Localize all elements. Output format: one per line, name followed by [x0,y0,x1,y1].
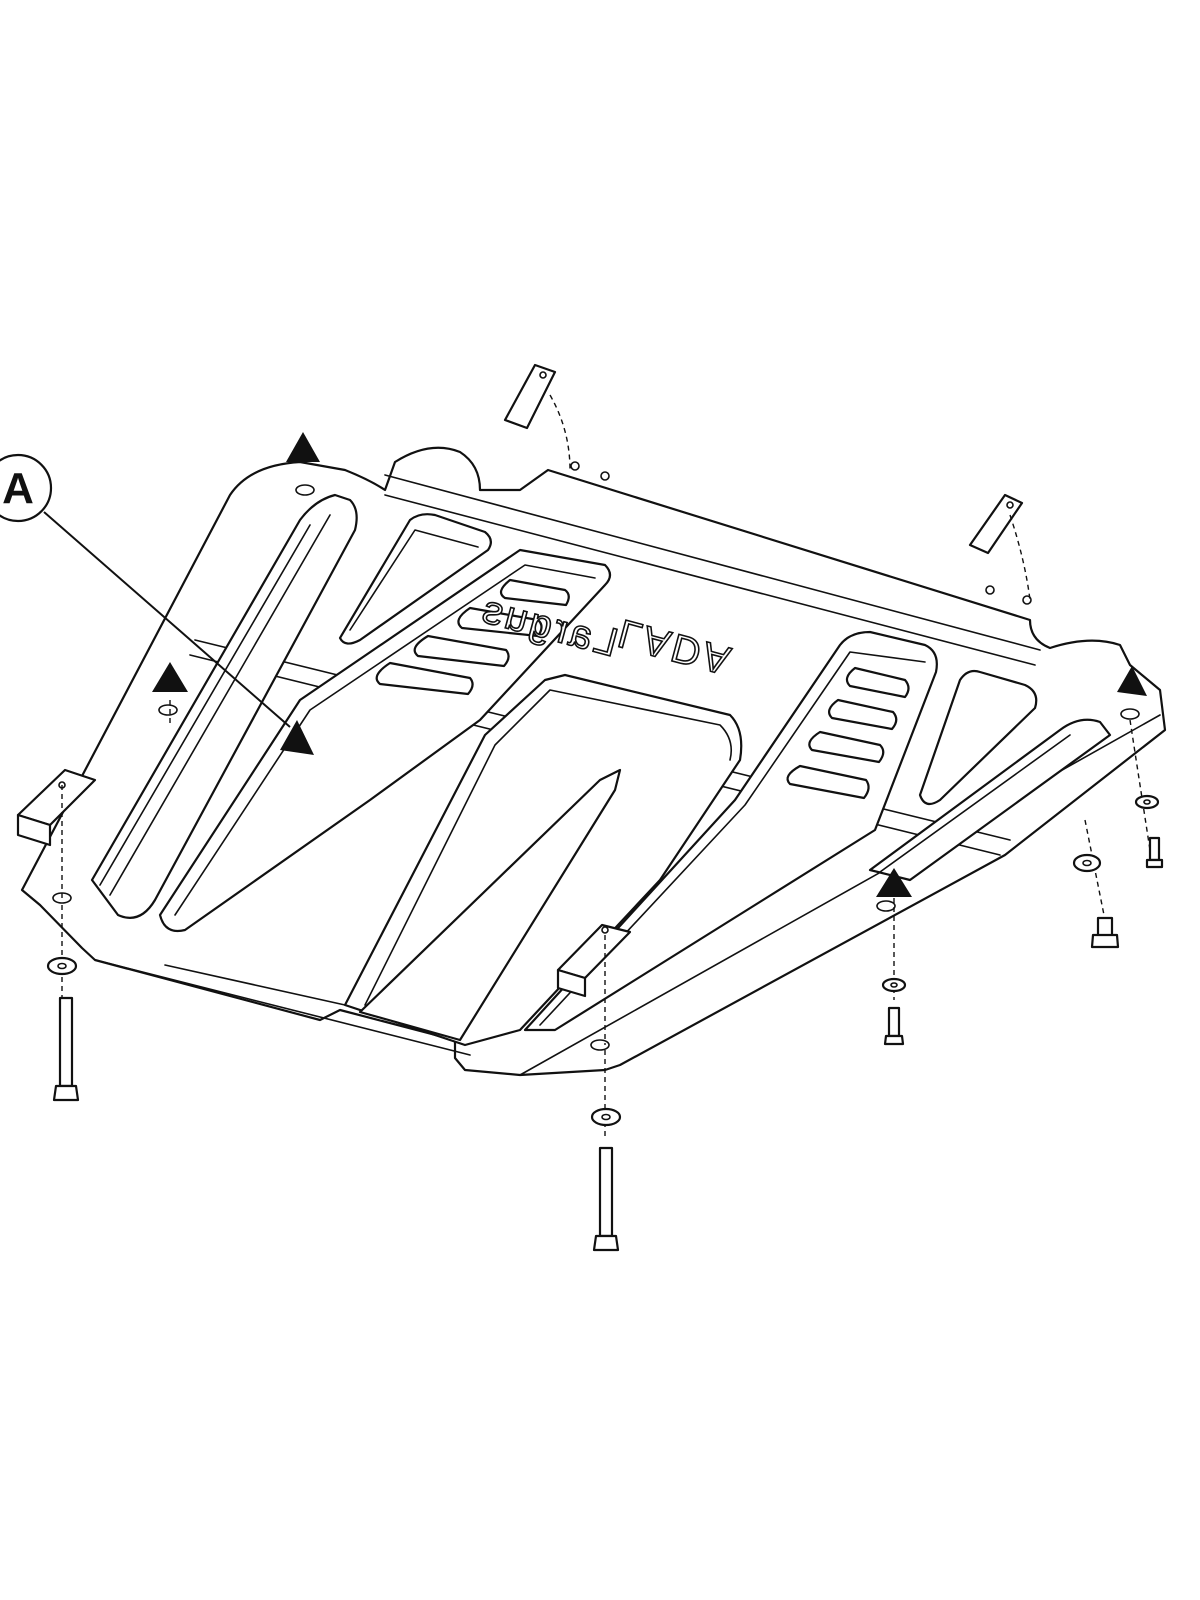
long-bolt-left [52,996,80,1102]
callout-a: A [0,453,291,728]
bracket-centre [556,923,632,998]
triangle-arrow-icon [286,432,320,462]
rear-flange-line [384,474,1041,666]
washer [881,977,907,993]
left-channel [158,548,612,933]
callout-label: A [2,464,34,513]
triangle-arrow-icon [280,720,314,755]
arrow-markers [152,432,1147,897]
right-triangle-cutout [918,669,1038,806]
hex-bolt-right [1090,916,1120,949]
mounting-holes [52,461,1140,1051]
callout-circle [0,453,53,523]
left-triangle-cutout [338,513,492,645]
centre-insert [358,768,622,1042]
washers [46,794,1160,1127]
long-bolt-centre [592,1146,620,1252]
bracket-rear-right [968,493,1024,555]
short-bolt-right-rear [1145,836,1164,869]
triangle-arrow-icon [152,662,188,692]
mounting-brackets [16,363,1024,998]
right-vent-slots [786,666,910,800]
bracket-left [16,768,97,847]
bolts [52,836,1164,1252]
callout-leader [43,511,291,728]
right-rib [868,718,1112,882]
skid-plate: LADA Largus [20,446,1167,1077]
short-bolt-right [883,1006,905,1046]
washer [1134,794,1160,810]
bracket-rear-left [503,363,557,430]
washer [590,1107,622,1127]
left-vent-slots [375,578,570,696]
washer [46,956,78,976]
washer [1072,853,1102,873]
triangle-arrow-icon [876,868,912,897]
triangle-arrow-icon [1117,666,1147,696]
